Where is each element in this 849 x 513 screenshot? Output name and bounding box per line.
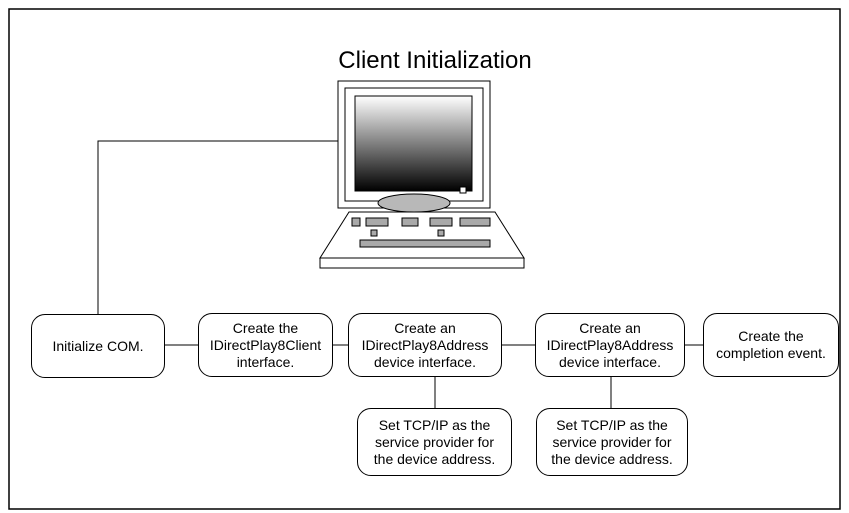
substep-set-tcpip-1: Set TCP/IP as the service provider for t…	[357, 408, 512, 476]
keyboard-front-edge	[319, 257, 525, 269]
key-group	[429, 217, 453, 227]
step-create-address-interface-2: Create an IDirectPlay8Address device int…	[535, 313, 685, 377]
monitor-stand	[377, 193, 451, 213]
connector-computer-to-init	[97, 140, 349, 314]
step-create-client-interface: Create the IDirectPlay8Client interface.	[198, 313, 333, 377]
desktop-computer-icon	[319, 80, 525, 269]
power-button	[459, 186, 467, 194]
spacebar	[359, 239, 491, 248]
keyboard	[319, 211, 525, 259]
key-group	[365, 217, 389, 227]
key-group	[459, 217, 491, 227]
substep-set-tcpip-2: Set TCP/IP as the service provider for t…	[536, 408, 688, 476]
key-group	[401, 217, 419, 227]
key-group	[351, 217, 361, 227]
monitor-screen	[354, 95, 473, 192]
diagram-title: Client Initialization	[338, 47, 532, 74]
diagram-frame	[8, 8, 841, 510]
step-initialize-com: Initialize COM.	[31, 314, 165, 378]
key-group	[370, 229, 378, 237]
key-group	[437, 229, 445, 237]
step-create-completion-event: Create the completion event.	[703, 313, 839, 377]
step-create-address-interface-1: Create an IDirectPlay8Address device int…	[348, 313, 502, 377]
